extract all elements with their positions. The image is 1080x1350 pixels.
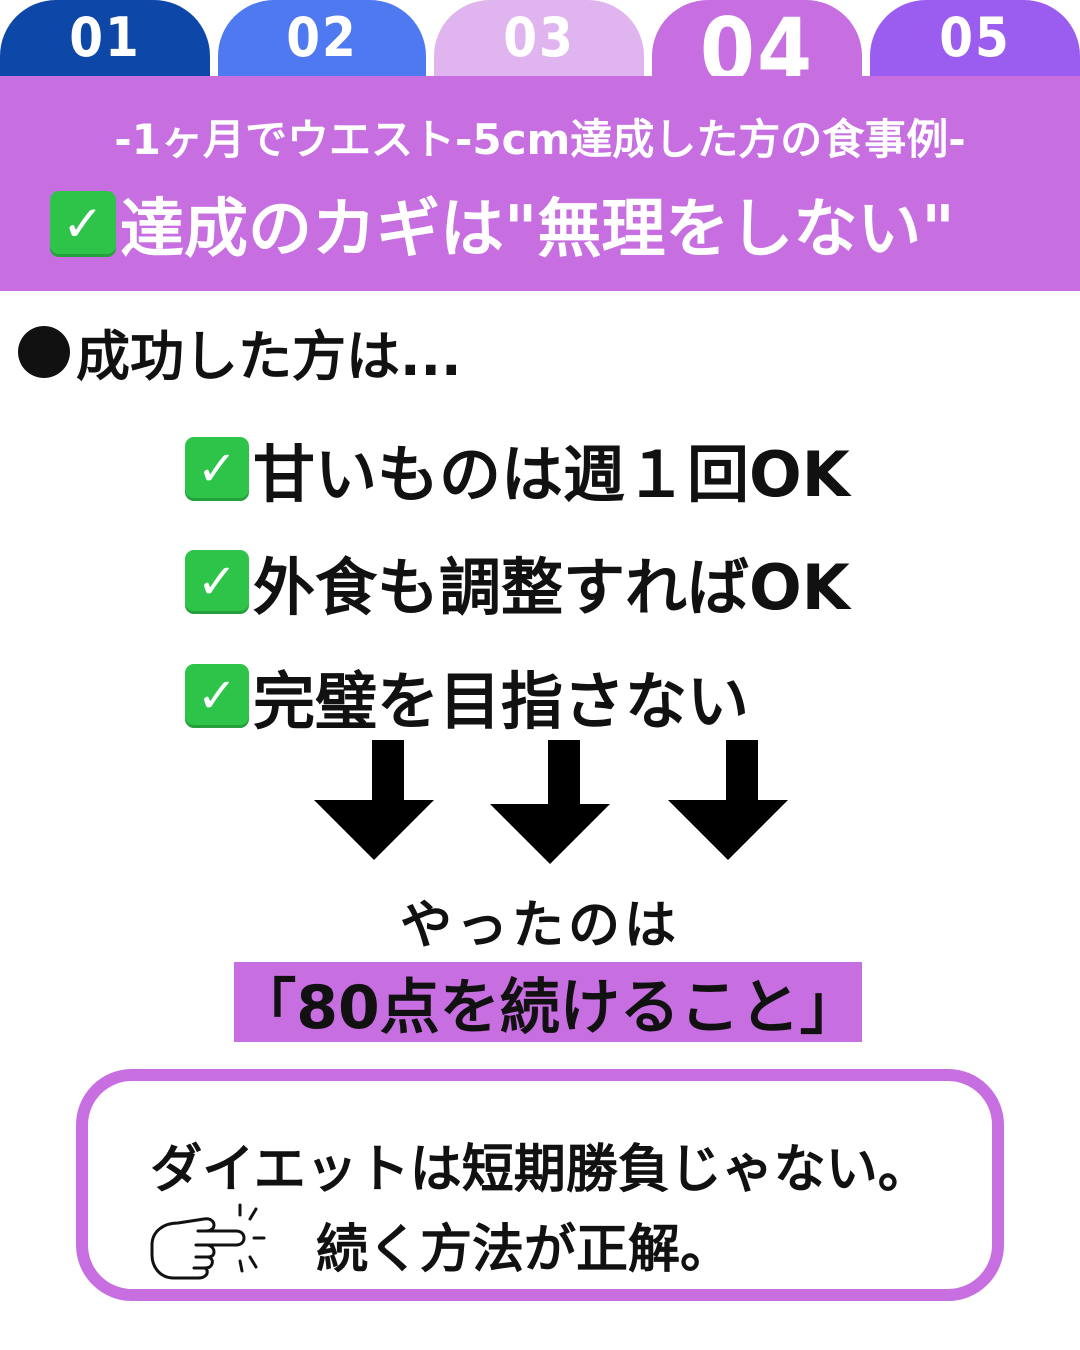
lead-text-label: 成功した方は...	[76, 325, 462, 388]
tab-05-label: 05	[939, 6, 1011, 69]
check-mark-button-icon: ✓	[50, 191, 116, 257]
lead-text: 成功した方は...	[18, 312, 462, 391]
tab-03-label: 03	[503, 6, 575, 69]
banner-headline: ✓ 達成のカギは"無理をしない"	[50, 178, 955, 270]
title-banner: -1ヶ月でウエスト-5cm達成した方の食事例- ✓ 達成のカギは"無理をしない"	[0, 76, 1080, 291]
bullet-circle-icon	[18, 325, 70, 378]
checklist-item: ✓ 完璧を目指さない	[185, 651, 749, 741]
result-highlight: 「80点を続けること」	[234, 962, 862, 1043]
checklist-item: ✓ 甘いものは週１回OK	[185, 424, 850, 514]
message-box: ダイエットは短期勝負じゃない。 続く方法が正解。	[76, 1069, 1004, 1301]
down-arrow-icon	[668, 740, 788, 860]
down-arrow-icon	[490, 740, 610, 864]
message-line-1: ダイエットは短期勝負じゃない。	[150, 1140, 930, 1200]
check-mark-button-icon: ✓	[185, 664, 249, 728]
result-intro: やったのは	[399, 896, 680, 956]
check-mark-button-icon: ✓	[185, 437, 249, 501]
tab-01[interactable]: 01	[0, 0, 210, 80]
result-highlight-text: 「80点を続けること」	[236, 972, 860, 1043]
check-mark-button-icon: ✓	[185, 550, 249, 614]
banner-subtitle: -1ヶ月でウエスト-5cm達成した方の食事例-	[114, 115, 966, 164]
message-line-2: 続く方法が正解。	[316, 1220, 733, 1280]
checklist-item-text: 外食も調整すればOK	[253, 551, 850, 624]
down-arrows	[314, 740, 788, 864]
tab-01-label: 01	[69, 6, 141, 69]
banner-headline-text: 達成のカギは"無理をしない"	[120, 193, 955, 267]
pointing-hand-icon	[150, 1203, 266, 1280]
down-arrow-icon	[314, 740, 434, 860]
checklist-item-text: 甘いものは週１回OK	[253, 438, 850, 511]
tab-02-label: 02	[286, 6, 358, 69]
checklist-item: ✓ 外食も調整すればOK	[185, 537, 850, 627]
tab-05[interactable]: 05	[870, 0, 1080, 80]
tab-bar: 01 02 03 04 05	[0, 0, 1080, 96]
checklist-item-text: 完璧を目指さない	[253, 665, 750, 738]
tab-03[interactable]: 03	[434, 0, 644, 80]
tab-02[interactable]: 02	[218, 0, 426, 80]
